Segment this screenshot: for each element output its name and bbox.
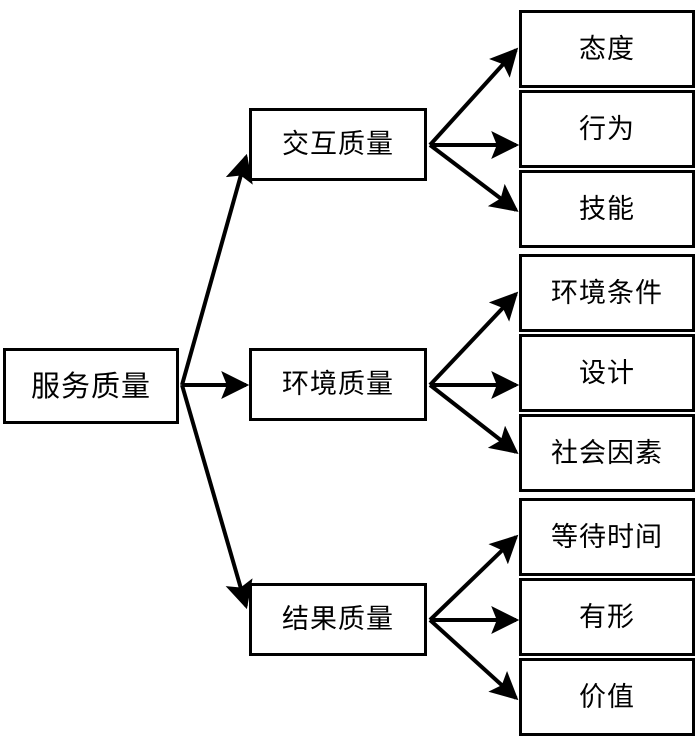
node-label-social-factors: 社会因素 bbox=[551, 437, 663, 469]
node-waiting-time[interactable]: 等待时间 bbox=[519, 498, 695, 576]
edge-interaction-quality-to-skill bbox=[428, 143, 519, 212]
node-outcome-quality[interactable]: 结果质量 bbox=[249, 583, 427, 656]
node-value[interactable]: 价值 bbox=[519, 658, 695, 736]
node-label-attitude: 态度 bbox=[579, 33, 635, 65]
edge-root-to-interaction-quality bbox=[180, 153, 253, 386]
node-skill[interactable]: 技能 bbox=[519, 170, 695, 248]
node-label-value: 价值 bbox=[579, 681, 635, 713]
node-design[interactable]: 设计 bbox=[519, 334, 695, 412]
edge-outcome-quality-to-value bbox=[428, 618, 519, 701]
node-attitude[interactable]: 态度 bbox=[519, 10, 695, 88]
node-social-factors[interactable]: 社会因素 bbox=[519, 414, 695, 492]
node-label-outcome-quality: 结果质量 bbox=[282, 604, 394, 635]
node-environment-quality[interactable]: 环境质量 bbox=[249, 348, 427, 421]
node-label-waiting-time: 等待时间 bbox=[551, 521, 663, 553]
edge-environment-quality-to-ambient-conditions bbox=[428, 291, 519, 387]
edge-outcome-quality-to-waiting-time bbox=[428, 534, 519, 622]
node-label-tangibles: 有形 bbox=[579, 601, 635, 633]
node-ambient-conditions[interactable]: 环境条件 bbox=[519, 254, 695, 332]
node-label-environment-quality: 环境质量 bbox=[282, 369, 394, 400]
node-label-skill: 技能 bbox=[579, 193, 635, 225]
node-tangibles[interactable]: 有形 bbox=[519, 578, 695, 656]
node-behavior[interactable]: 行为 bbox=[519, 90, 695, 168]
node-label-interaction-quality: 交互质量 bbox=[282, 129, 394, 160]
edge-environment-quality-to-social-factors bbox=[428, 383, 519, 454]
node-label-service-quality: 服务质量 bbox=[30, 368, 151, 403]
edge-interaction-quality-to-attitude bbox=[428, 47, 519, 147]
node-interaction-quality[interactable]: 交互质量 bbox=[249, 108, 427, 181]
node-label-design: 设计 bbox=[579, 357, 635, 389]
node-label-behavior: 行为 bbox=[579, 113, 635, 145]
node-service-quality[interactable]: 服务质量 bbox=[3, 348, 179, 424]
edge-root-to-outcome-quality bbox=[180, 384, 253, 610]
node-label-ambient-conditions: 环境条件 bbox=[551, 277, 663, 309]
